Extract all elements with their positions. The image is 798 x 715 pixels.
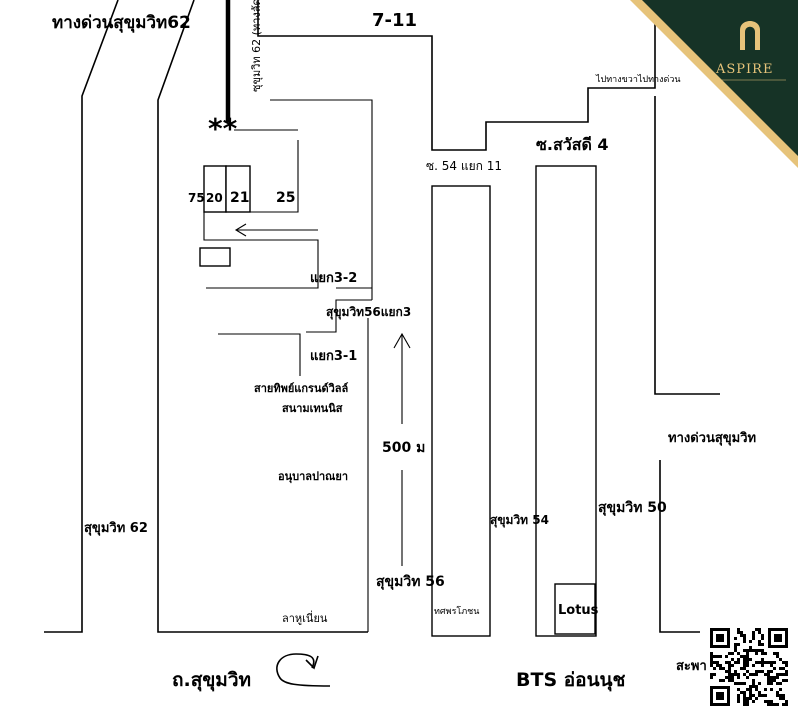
label-yaek-3-1: แยก3-1 [310,349,357,364]
label-bank: ทศพรโภชน [434,606,479,617]
aspire-logo: ASPIRE [630,0,798,168]
label-sukhumvit-56: สุขุมวิท 56 [376,574,445,590]
soi-3-road-right [306,299,372,333]
label-sukhumvit-50: สุขุมวิท 50 [598,500,667,516]
label-yaek-3-2: แยก3-2 [310,271,357,286]
label-bts-on-nut: BTS อ่อนนุช [516,669,626,692]
lotus-box [554,583,596,635]
label-sai-thip: สายทิพย์แกรนด์วิลล์ [254,382,349,395]
qr-code-icon [708,626,790,708]
block-soi-54 [431,185,491,637]
road-top [257,0,656,151]
label-kindergarten: อนุบาลปาณยา [278,470,348,484]
plot-line-25 [250,140,299,213]
label-soi-name-top: ซุขุมวิท 62 (ทางลัดทางด่วนสุขุมวิท 62) [250,0,263,92]
road-sukhumvit-62-right-edge [157,0,368,633]
logo-border [630,0,798,168]
label-soi-sawadee-4: ซ.สวัสดี 4 [536,135,609,154]
plot-21 [225,165,251,213]
label-tennis-court: สนามเทนนิส [282,402,343,415]
arrow-left-head [234,223,247,237]
road-lines [44,0,720,637]
label-expressway-right: ทางด่วนสุขุมวิท [668,431,756,446]
small-plot [199,247,231,267]
arrow-up-head [393,332,411,349]
label-soi-54-yaek-11: ซ. 54 แยก 11 [426,159,502,173]
label-sukhumvit-56-yaek-3: สุขุมวิท56แยก3 [326,305,411,320]
plot-20 [203,165,227,213]
label-seven-eleven: 7-11 [372,10,417,31]
label-sukhumvit-54: สุขุมวิท 54 [490,513,549,528]
road-right-lower [659,460,700,633]
road-right [654,96,720,395]
label-stars: ** [208,112,238,145]
label-house-20: 20 [206,191,223,205]
label-distance: 500 ม [382,440,425,456]
map-labels: ทางด่วนสุขุมวิท62 7-11 ซุขุมวิท 62 (ทางล… [52,0,756,692]
label-lotus: Lotus [558,603,599,618]
label-house-75: 75 [188,191,205,205]
label-house-25: 25 [276,190,295,206]
soi-top-inner [270,99,373,300]
soi-3-road-left [218,333,301,376]
label-to-expressway: ไปทางขวาไปทางด่วน [595,74,681,85]
label-road-sukhumvit: ถ.สุขุมวิท [172,669,251,692]
label-expressway-62-top: ทางด่วนสุขุมวิท62 [52,13,191,33]
arch-icon [740,21,760,50]
label-house-21: 21 [230,190,249,206]
logo-text: ASPIRE [715,62,773,77]
plot-line-lower [203,212,319,289]
label-bottom-right: สะพา [676,659,707,674]
road-sukhumvit-62-left-edge [44,0,119,633]
house-plots [199,165,596,635]
label-sukhumvit-62: สุขุมวิท 62 [84,521,148,536]
label-restaurant: ลาหูเนี่ยน [282,610,328,625]
block-sawadee-4 [535,165,597,637]
u-turn-arrow-icon [276,653,331,687]
